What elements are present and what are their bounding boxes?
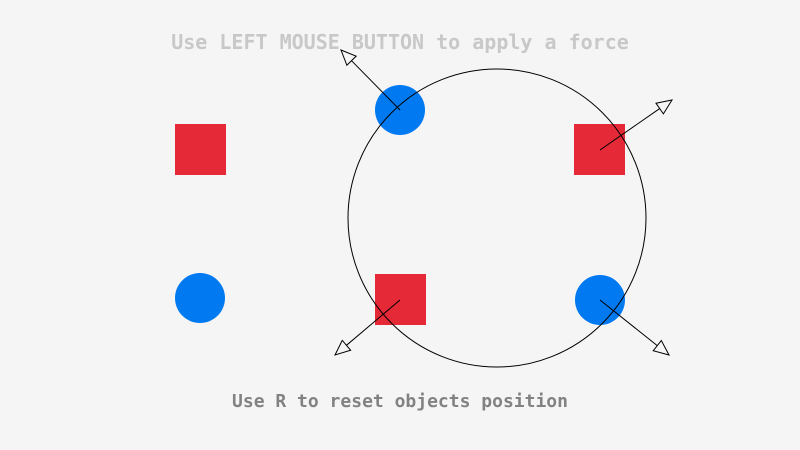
force-arrow-head-icon-3 xyxy=(334,339,352,356)
force-radius-circle xyxy=(347,68,647,368)
force-arrow-head-icon-2 xyxy=(655,99,674,115)
force-arrow-line-3 xyxy=(346,299,401,346)
force-arrow-head-icon-1 xyxy=(340,49,358,67)
force-arrow-line-2 xyxy=(599,108,660,151)
physics-ball-left[interactable] xyxy=(175,273,225,323)
force-arrow-line-4 xyxy=(599,299,658,347)
physics-box-left[interactable] xyxy=(175,124,226,175)
physics-box-bottom[interactable] xyxy=(375,274,426,325)
force-arrow-line-1 xyxy=(351,60,401,111)
instruction-apply-force: Use LEFT MOUSE BUTTON to apply a force xyxy=(171,30,629,54)
instruction-reset-objects: Use R to reset objects position xyxy=(232,391,568,412)
force-arrow-head-icon-4 xyxy=(652,339,670,356)
physics-box-right[interactable] xyxy=(574,124,625,175)
